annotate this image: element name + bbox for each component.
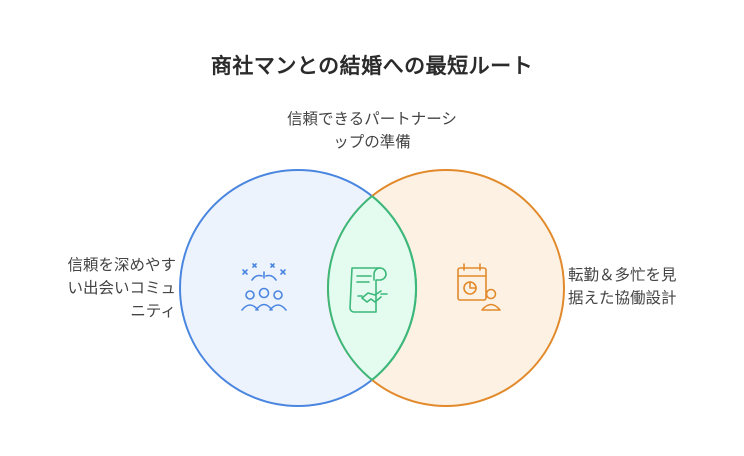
left-label-line: ニティ <box>130 302 176 320</box>
center-label-line: 信頼できるパートナーシ <box>287 110 457 128</box>
right-label-line: 転勤＆多忙を見 <box>568 266 677 284</box>
intersection-area <box>328 170 416 406</box>
right-label-line: 据えた協働設計 <box>568 289 677 307</box>
left-label: 信頼を深めやす い出会いコミュ ニティ <box>26 254 176 323</box>
certificate-handshake-icon <box>349 267 388 313</box>
center-label: 信頼できるパートナーシ ップの準備 <box>0 108 744 154</box>
calendar-chart-person-icon <box>457 263 501 311</box>
center-label-line: ップの準備 <box>333 133 411 151</box>
community-people-icon <box>241 263 287 311</box>
diagram-title: 商社マンとの結婚への最短ルート <box>210 54 534 78</box>
left-label-line: 信頼を深めやす <box>67 256 176 274</box>
left-label-line: い出会いコミュ <box>67 279 176 297</box>
right-label: 転勤＆多忙を見 据えた協働設計 <box>568 264 738 310</box>
